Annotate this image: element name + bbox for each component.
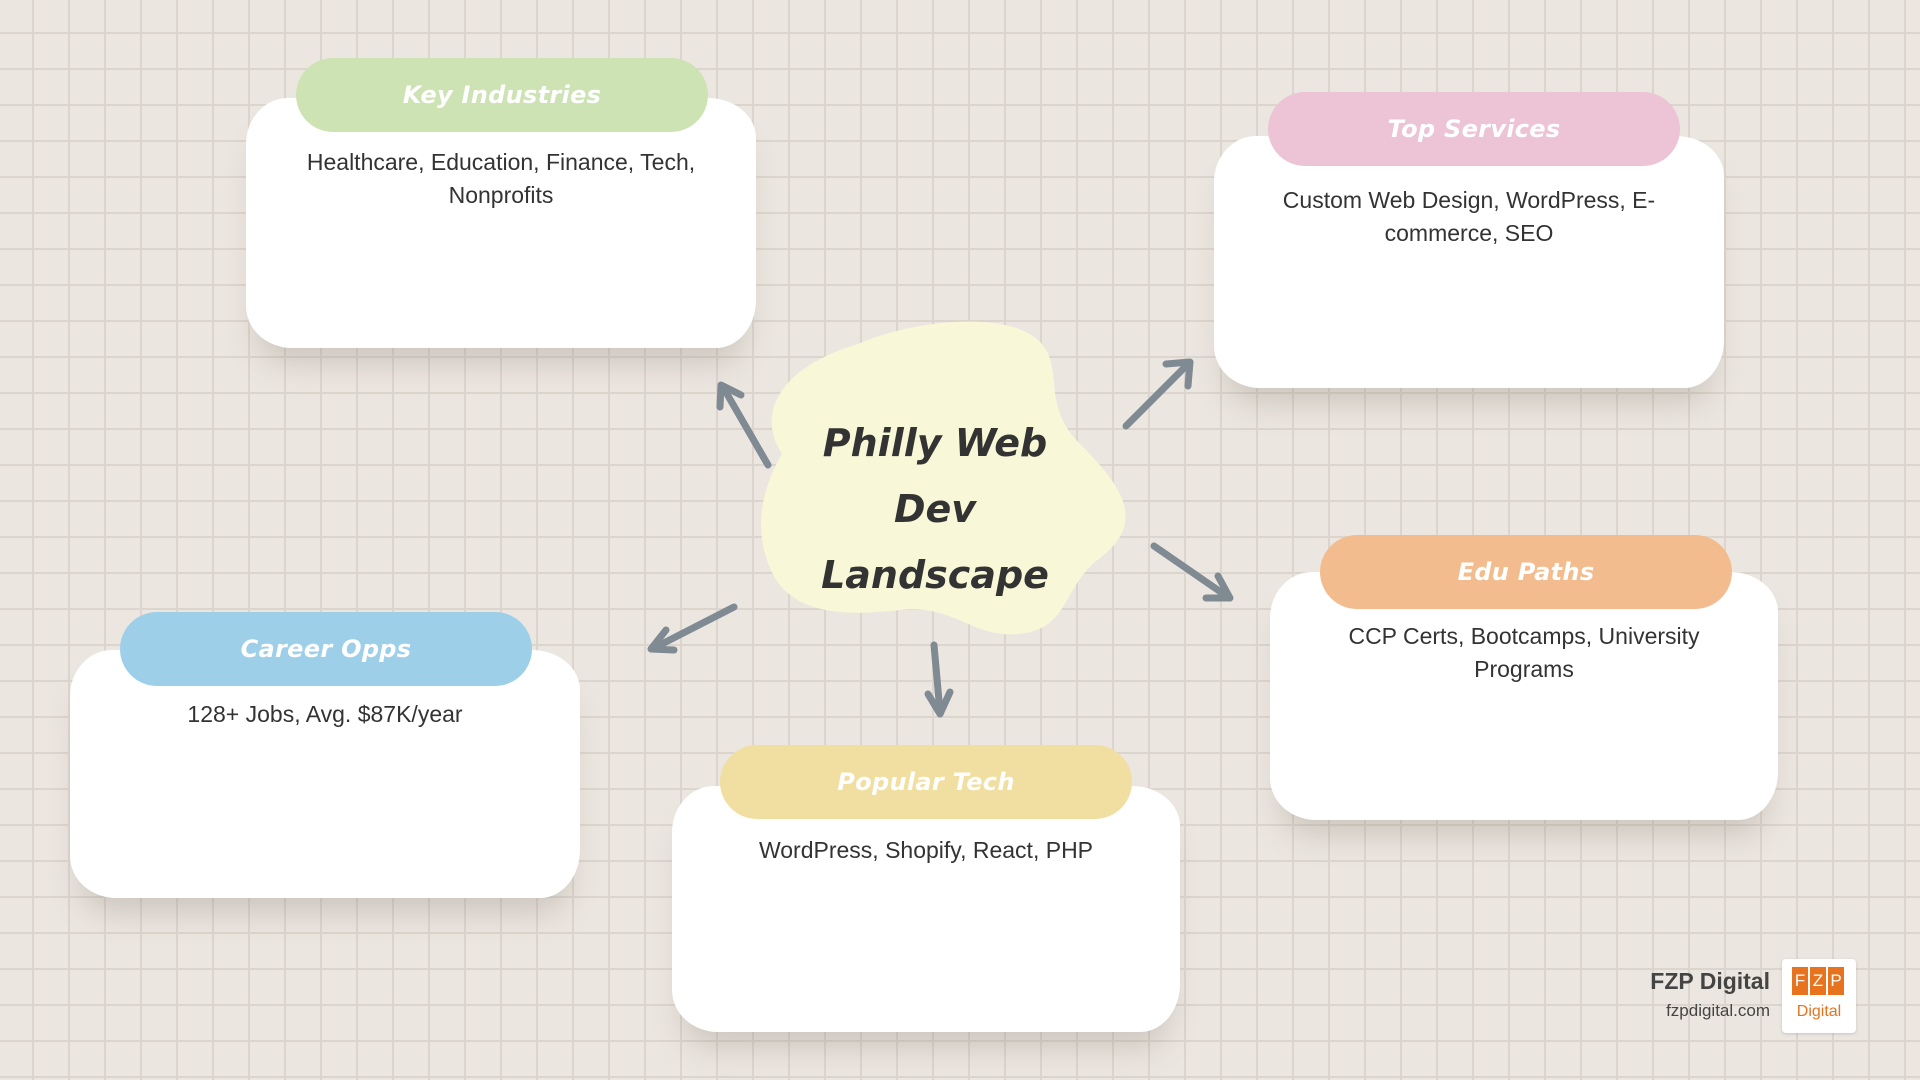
brand-name: FZP Digital bbox=[1650, 968, 1770, 994]
brand-url: fzpdigital.com bbox=[1666, 1001, 1770, 1020]
logo-letter-f: F bbox=[1792, 967, 1808, 995]
edu-paths-label: Edu Paths bbox=[1320, 535, 1732, 609]
brand-logo: F Z P Digital bbox=[1782, 959, 1856, 1033]
popular-tech-card: WordPress, Shopify, React, PHP bbox=[672, 786, 1180, 1032]
arrow-to-popular-tech bbox=[924, 641, 954, 718]
logo-letter-z: Z bbox=[1810, 967, 1826, 995]
arrow-to-top-services bbox=[1122, 358, 1194, 430]
top-services-card: Custom Web Design, WordPress, E-commerce… bbox=[1214, 136, 1724, 388]
logo-letter-p: P bbox=[1828, 967, 1844, 995]
key-industries-card: Healthcare, Education, Finance, Tech, No… bbox=[246, 98, 756, 348]
popular-tech-label: Popular Tech bbox=[720, 745, 1132, 819]
logo-mark-icon: F Z P bbox=[1792, 967, 1844, 995]
career-opps-card: 128+ Jobs, Avg. $87K/year bbox=[70, 650, 580, 898]
popular-tech-text: WordPress, Shopify, React, PHP bbox=[758, 837, 1094, 863]
brand-block: FZP Digital fzpdigital.com bbox=[1650, 964, 1770, 1024]
arrow-to-key-industries bbox=[716, 381, 772, 469]
edu-paths-text: CCP Certs, Bootcamps, University Program… bbox=[1348, 623, 1700, 682]
arrow-to-career-opps bbox=[647, 603, 738, 654]
center-title-line-2: Landscape bbox=[821, 553, 1049, 597]
arrow-to-edu-paths bbox=[1150, 542, 1234, 602]
logo-word: Digital bbox=[1796, 1003, 1842, 1020]
top-services-label: Top Services bbox=[1268, 92, 1680, 166]
key-industries-text: Healthcare, Education, Finance, Tech, No… bbox=[306, 149, 696, 208]
career-opps-label: Career Opps bbox=[120, 612, 532, 686]
top-services-text: Custom Web Design, WordPress, E-commerce… bbox=[1282, 187, 1656, 246]
key-industries-label: Key Industries bbox=[296, 58, 708, 132]
edu-paths-card: CCP Certs, Bootcamps, University Program… bbox=[1270, 572, 1778, 820]
career-opps-text: 128+ Jobs, Avg. $87K/year bbox=[187, 701, 463, 727]
center-title: Philly Web Dev Landscape bbox=[780, 410, 1090, 608]
center-title-line-1: Philly Web Dev bbox=[822, 421, 1048, 531]
